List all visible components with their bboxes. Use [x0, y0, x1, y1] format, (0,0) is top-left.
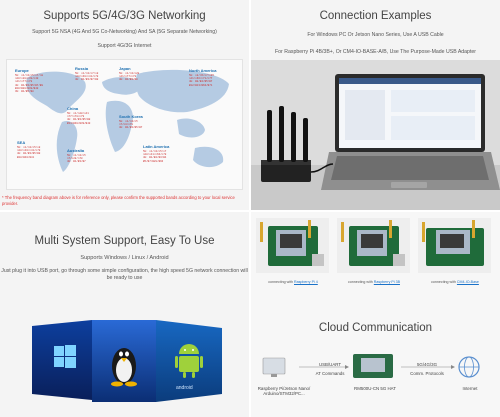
connection-sub2: For Raspberry Pi 4B/3B+, Or CM4-IO-BASE-…: [275, 49, 476, 56]
region-latin-america: Latin America: [143, 144, 170, 149]
region-russia: Russia: [75, 66, 89, 71]
region-japan: Japan: [119, 66, 131, 71]
caption-pi3b-prefix: connecting with: [348, 280, 374, 284]
internet-label: Internet: [462, 386, 478, 391]
region-north-america: North America: [189, 68, 217, 73]
hat-label: RM500U-CN 5G HAT: [354, 386, 396, 391]
android-icon: [175, 344, 203, 378]
caption-pi3b: connecting with Raspberry Pi 3B: [334, 280, 414, 284]
connection-title: Connection Examples: [319, 10, 432, 22]
caption-cm4-prefix: connecting with: [431, 280, 457, 284]
region-south-korea: South Korea: [119, 114, 143, 119]
region-sea: SEA: [17, 140, 26, 145]
board-photo-cm4: [418, 218, 491, 273]
caption-cm4: connecting with CM4-IO-Base: [415, 280, 495, 284]
link-raspberry-pi-4[interactable]: Raspberry Pi 4: [294, 280, 318, 284]
windows-icon: [54, 345, 76, 368]
connection-panel: Connection Examples For Windows PC Or Je…: [251, 0, 500, 210]
usb-uart-label: USB/UART: [318, 362, 342, 367]
caption-pi4: connecting with Raspberry Pi 4: [253, 280, 333, 284]
world-map-graphic: [26, 69, 229, 172]
comm-protocols-label: Comm. Protocols: [410, 371, 444, 376]
laptop-photo: [251, 60, 500, 210]
networking-title: Supports 5G/4G/3G Networking: [43, 10, 206, 22]
networking-sub1: Support 5G NSA (4G And 5G Co-Networking)…: [32, 29, 217, 35]
android-label: android: [176, 385, 193, 391]
region-europe: Europe: [15, 68, 29, 73]
computer-icon: [262, 357, 286, 375]
link-raspberry-pi-3b[interactable]: Raspberry Pi 3B: [373, 280, 400, 284]
multisystem-sub2: Just plug it into USB port, go through s…: [1, 268, 248, 282]
cloud-title: Cloud Communication: [318, 322, 433, 334]
caption-pi4-prefix: connecting with: [268, 280, 294, 284]
connection-sub1: For Windows PC Or Jetson Nano Series, Us…: [307, 32, 444, 38]
linux-tux-icon: [111, 348, 137, 387]
laptop-scene: [251, 60, 500, 210]
multisystem-sub1: Supports Windows / Linux / Android: [80, 255, 169, 261]
region-china: China: [67, 106, 79, 111]
board-photo-pi4: [256, 218, 329, 273]
cloud-diagram: [262, 354, 480, 378]
at-commands-label: AT Commands: [315, 371, 345, 376]
networking-sub2: Support 4G/3G Internet: [97, 43, 152, 50]
os-logos: [32, 320, 222, 402]
net-generations-label: 5G/4G/3G: [416, 362, 437, 367]
networking-panel: Supports 5G/4G/3G Networking Support 5G …: [0, 0, 249, 210]
multisystem-title: Multi System Support, Easy To Use: [34, 235, 215, 247]
link-cm4-io-base[interactable]: CM4-IO-Base: [456, 280, 479, 284]
region-australia: Australia: [67, 148, 85, 153]
board-photo-pi3b: [337, 218, 410, 273]
host-devices-label: Raspberry Pi/Jetson Nano/ Arduino/STM32/…: [257, 386, 311, 397]
band-disclaimer: * The frequency band diagram above is fo…: [2, 195, 235, 206]
